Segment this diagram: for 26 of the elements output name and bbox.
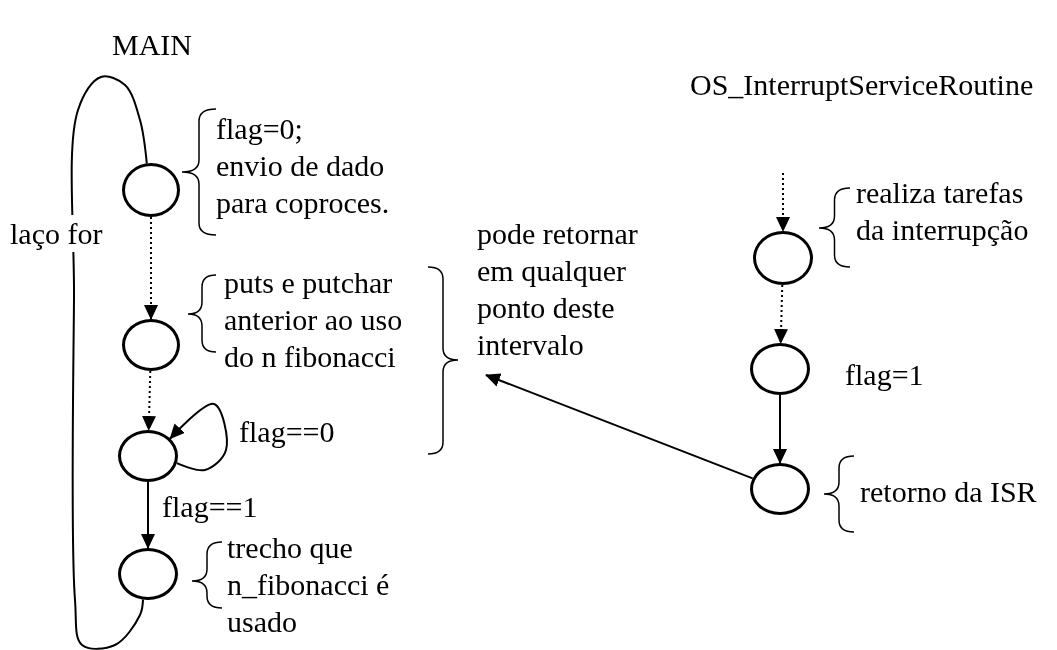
arrow [142,370,157,431]
arrow [773,394,787,464]
heading-text: MAIN [112,27,192,63]
loop-line [70,75,148,650]
annotation-text: puts e putchar anterior ao uso do n fibonacci [224,265,403,375]
arrow [485,373,754,480]
state-circle [750,343,810,395]
state-circle [122,319,180,371]
state-circle [122,163,180,217]
annotation-text: trecho que n_fibonacci é usado [227,530,390,640]
arrow [774,284,789,344]
annotation-text: flag=0; envio de dado para coproces. [216,111,390,221]
state-circle [753,231,813,285]
self-loop-arrow [169,403,228,472]
arrow [141,481,155,549]
heading-text: OS_InterruptServiceRoutine [690,67,1034,103]
edge-label: laço for [8,215,105,252]
arrow [144,216,158,320]
state-circle [118,548,178,600]
annotation-text: retorno da ISR [860,474,1037,510]
annotation-text: realiza tarefas da interrupção [856,175,1029,248]
annotation-text: pode retornar em qualquer ponto deste intervalo [477,215,667,375]
arrow [776,172,790,232]
annotation-text: flag=1 [845,357,924,393]
state-circle [118,430,178,482]
state-circle [750,463,810,515]
